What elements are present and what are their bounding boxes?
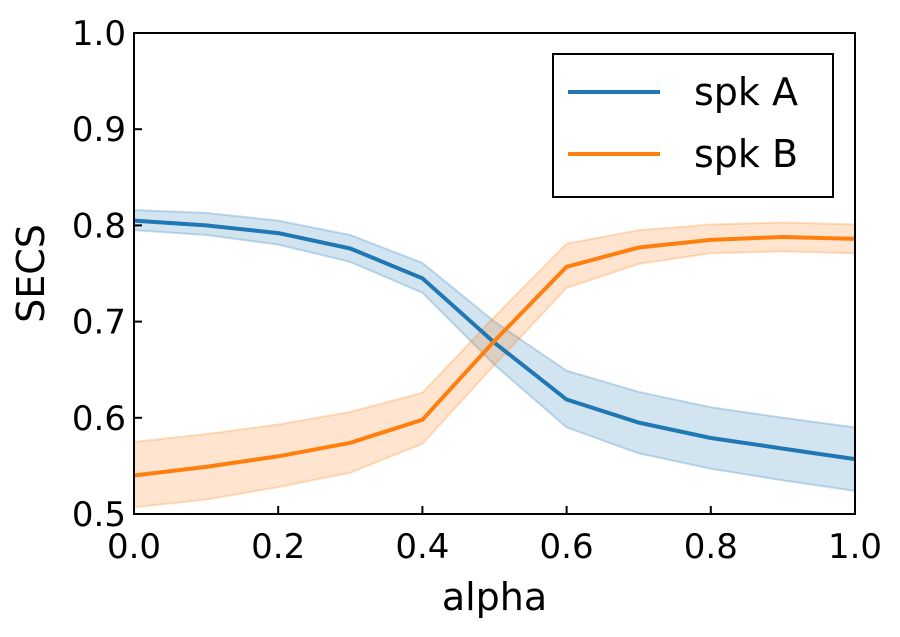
y-tick-label: 0.6 bbox=[72, 399, 126, 439]
x-tick-label: 0.8 bbox=[684, 527, 738, 567]
y-tick-label: 0.9 bbox=[72, 110, 126, 150]
plot-frame bbox=[133, 32, 856, 515]
legend-label-spk-a: spk A bbox=[694, 70, 798, 114]
legend: spk A spk B bbox=[552, 53, 834, 198]
y-tick-label: 0.8 bbox=[72, 206, 126, 246]
x-tick-label: 1.0 bbox=[828, 527, 882, 567]
line-spk-b bbox=[133, 234, 856, 478]
y-tick-label: 0.5 bbox=[72, 495, 126, 535]
x-tick-label: 0.4 bbox=[395, 527, 449, 567]
x-tick-label: 0.6 bbox=[540, 527, 594, 567]
x-axis-label: alpha bbox=[442, 575, 547, 619]
x-tick-label: 0.2 bbox=[251, 527, 305, 567]
series-lines bbox=[133, 218, 856, 478]
legend-box bbox=[552, 53, 834, 198]
y-axis-label: SECS bbox=[9, 224, 53, 323]
legend-label-spk-b: spk B bbox=[694, 132, 798, 176]
y-tick-label: 1.0 bbox=[72, 14, 126, 54]
axis-ticks: 0.0 0.2 0.4 0.6 0.8 1.0 0.5 0.6 0.7 0.8 0.9 1.0 bbox=[72, 14, 882, 567]
y-tick-label: 0.7 bbox=[72, 303, 126, 343]
x-tick-label: 0.0 bbox=[107, 527, 161, 567]
